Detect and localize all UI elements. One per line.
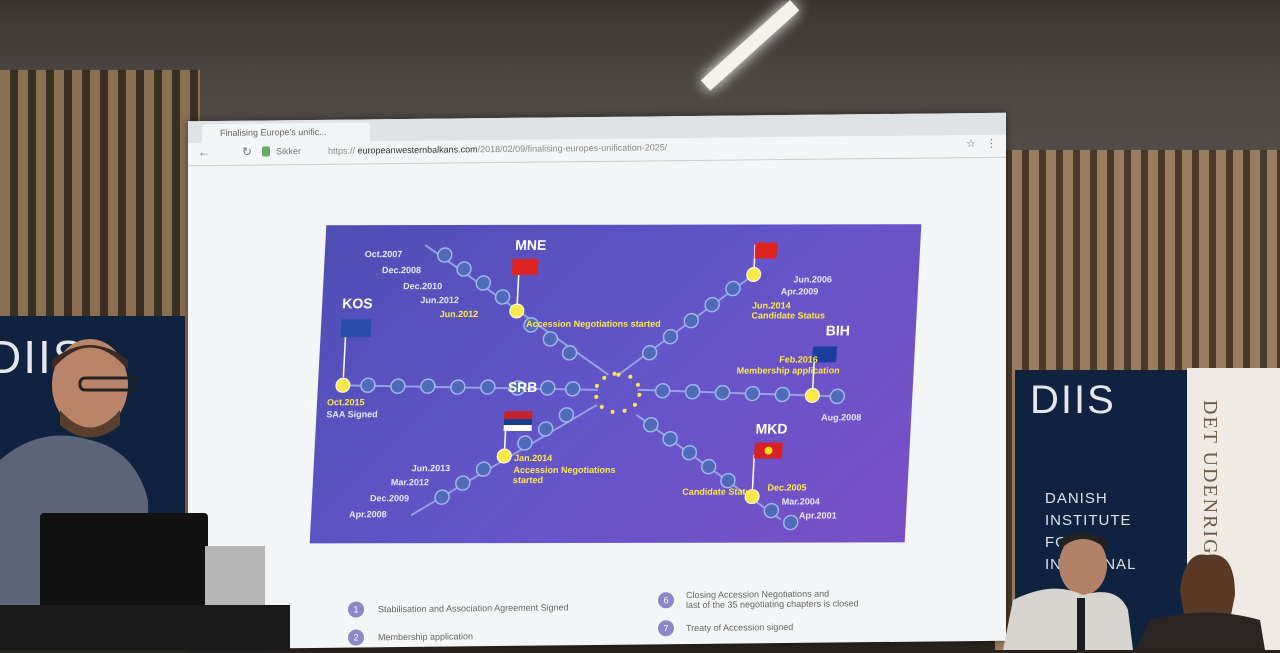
legend: 1 Stabilisation and Association Agreemen… <box>338 585 958 651</box>
balkans-eu-path-infographic: MNE KOS SRB BIH MKD Oct.2007 Dec.2008 De… <box>309 224 922 544</box>
diis-logo-right: DIIS <box>1030 378 1116 422</box>
date-highlight: Oct.2015 <box>326 397 365 408</box>
bookmark-star-icon[interactable]: ☆ <box>966 138 976 151</box>
panelist-woman <box>1135 554 1265 650</box>
browser-tab[interactable]: Finalising Europe's unific... <box>202 122 370 144</box>
status-label: Membership application <box>736 365 840 376</box>
back-arrow-icon[interactable]: ← <box>198 145 210 160</box>
date-highlight: Jun.2014 <box>751 300 791 311</box>
url-domain: europeanwesternbalkans.com <box>357 144 478 156</box>
secure-label: Sikker <box>276 146 302 157</box>
flag-srb-blue <box>503 418 533 426</box>
panelist-man <box>1003 532 1133 650</box>
date-label: Jun.2012 <box>420 295 460 306</box>
url-scheme: https:// <box>328 145 356 156</box>
country-label-mne: MNE <box>514 236 547 253</box>
legend-text: Stabilisation and Association Agreement … <box>378 602 569 615</box>
date-label: Mar.2004 <box>781 496 821 507</box>
menu-dots-icon[interactable]: ⋮ <box>986 137 997 150</box>
date-label: Jun.2006 <box>793 274 833 285</box>
status-label: Accession Negotiations started <box>525 318 661 329</box>
flag-alb <box>754 242 778 259</box>
tab-title: Finalising Europe's unific... <box>220 126 327 138</box>
legend-text: last of the 35 negotiating chapters is c… <box>686 598 859 611</box>
legend-number: 6 <box>658 592 674 609</box>
date-highlight: Jan.2014 <box>513 452 553 464</box>
eu-stars <box>594 371 642 414</box>
date-highlight: Dec.2005 <box>767 482 807 493</box>
country-label-srb: SRB <box>507 378 538 395</box>
url-path: /2018/02/09/finalising-europes-unificati… <box>477 142 668 155</box>
address-bar[interactable]: https:// europeanwesternbalkans.com/2018… <box>328 142 667 156</box>
second-laptop <box>205 546 265 614</box>
laptop <box>40 513 208 613</box>
flag-srb-red <box>504 410 533 420</box>
flag-bih <box>812 346 837 363</box>
date-label: Oct.2007 <box>364 249 403 260</box>
date-highlight: Jun.2012 <box>439 309 479 320</box>
reload-icon[interactable]: ↻ <box>242 144 253 159</box>
country-label-bih: BIH <box>825 322 851 339</box>
flag-kos <box>340 319 372 338</box>
status-label: Candidate Status <box>682 486 757 497</box>
date-label: Dec.2008 <box>381 265 422 276</box>
banner-text: DANISH <box>1045 490 1108 507</box>
date-label: Apr.2001 <box>798 510 837 521</box>
date-label: Aug.2008 <box>820 412 862 423</box>
status-label: Accession Negotiations <box>513 464 616 476</box>
table <box>0 605 290 650</box>
lock-icon <box>262 146 270 157</box>
flag-srb-white <box>503 424 532 432</box>
status-label: started <box>512 474 544 486</box>
status-label: SAA Signed <box>326 409 378 420</box>
date-highlight: Feb.2016 <box>778 354 819 365</box>
country-label-mkd: MKD <box>755 420 788 437</box>
legend-number: 2 <box>348 629 364 646</box>
legend-number: 7 <box>658 620 674 637</box>
banner-text: INSTITUTE <box>1045 512 1132 529</box>
date-label: Jun.2013 <box>411 463 451 474</box>
legend-text: Membership application <box>378 631 474 643</box>
flag-mne <box>511 258 539 275</box>
date-label: Apr.2008 <box>348 509 387 520</box>
projection-screen: Finalising Europe's unific... ← ↻ Sikker… <box>188 112 1006 651</box>
banner-vertical-text: DET UDENRIGSPO <box>1199 400 1221 599</box>
legend-text: Treaty of Accession signed <box>686 621 794 634</box>
country-label-kos: KOS <box>341 295 374 312</box>
status-label: Candidate Status <box>751 310 826 321</box>
date-label: Mar.2012 <box>390 477 430 488</box>
path-lines <box>335 242 846 531</box>
legend-number: 1 <box>348 601 364 618</box>
date-label: Dec.2010 <box>402 281 443 292</box>
date-label: Dec.2009 <box>369 493 410 504</box>
date-label: Apr.2009 <box>780 286 819 297</box>
